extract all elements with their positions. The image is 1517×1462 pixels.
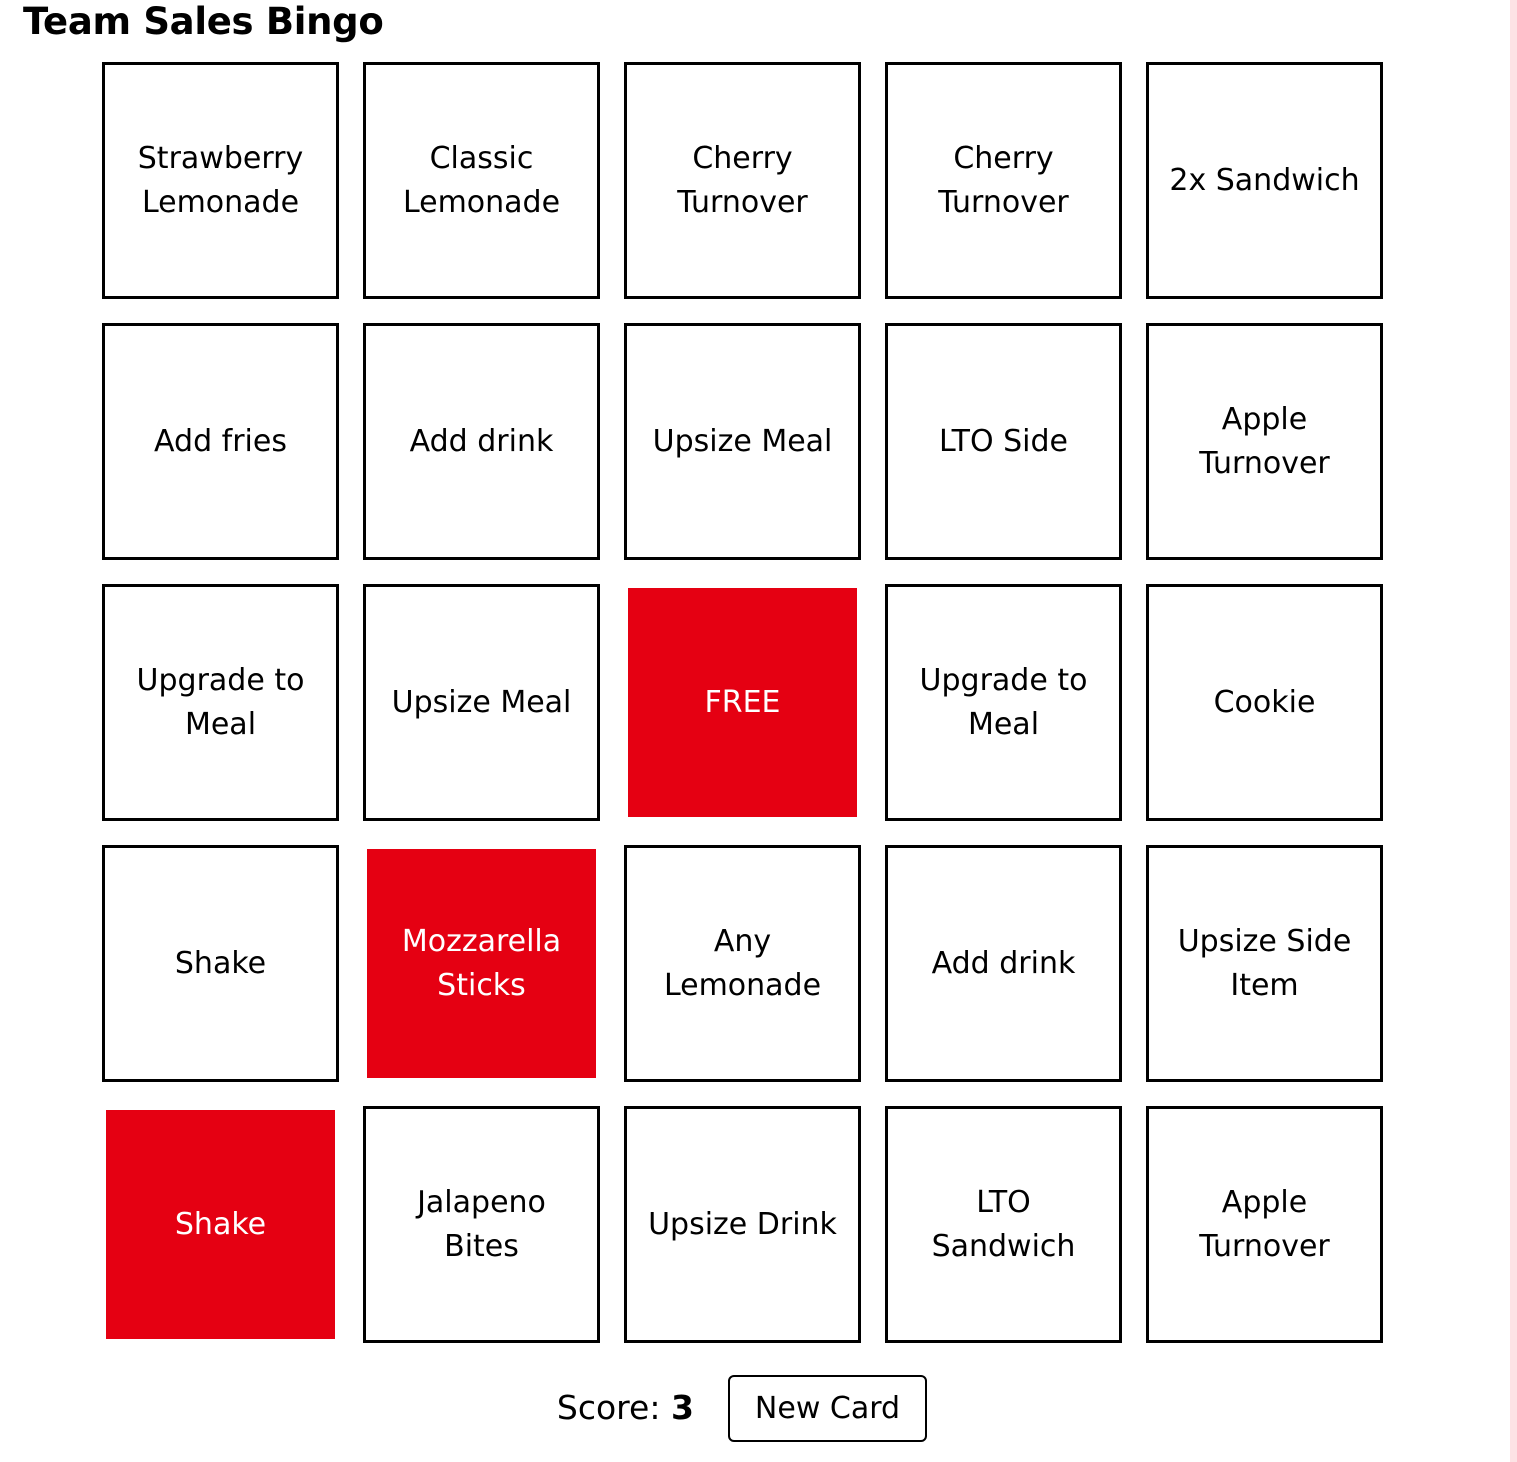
bingo-cell-label: Upsize Side Item xyxy=(1177,923,1352,1003)
bingo-cell[interactable]: Upsize Drink xyxy=(624,1106,861,1343)
bingo-cell-label: Shake xyxy=(174,1206,267,1242)
bingo-cell[interactable]: Add fries xyxy=(102,323,339,560)
bingo-cell[interactable]: Shake xyxy=(102,845,339,1082)
bingo-cell-label: Cherry Turnover xyxy=(938,140,1069,220)
bingo-cell[interactable]: Jalapeno Bites xyxy=(363,1106,600,1343)
bingo-cell[interactable]: Apple Turnover xyxy=(1146,1106,1383,1343)
bingo-cell[interactable]: FREE xyxy=(624,584,861,821)
bingo-cell[interactable]: Mozzarella Sticks xyxy=(363,845,600,1082)
bingo-cell[interactable]: Upgrade to Meal xyxy=(102,584,339,821)
bingo-cell-label: LTO Sandwich xyxy=(931,1184,1076,1264)
bingo-cell[interactable]: Upgrade to Meal xyxy=(885,584,1122,821)
new-card-button[interactable]: New Card xyxy=(727,1374,928,1442)
bingo-cell[interactable]: Cherry Turnover xyxy=(885,62,1122,299)
bingo-cell-label: Add fries xyxy=(154,423,287,459)
bingo-cell-label: LTO Side xyxy=(939,423,1068,459)
bingo-cell-label: FREE xyxy=(704,684,781,720)
bingo-cell[interactable]: LTO Sandwich xyxy=(885,1106,1122,1343)
bingo-cell[interactable]: Add drink xyxy=(363,323,600,560)
score-label: Score: xyxy=(556,1388,661,1427)
bingo-cell-label: Jalapeno Bites xyxy=(417,1184,546,1264)
bingo-cell-label: Classic Lemonade xyxy=(402,140,561,220)
bingo-cell-label: Upgrade to Meal xyxy=(919,662,1088,742)
bingo-cell-label: Any Lemonade xyxy=(663,923,822,1003)
bingo-cell-label: Shake xyxy=(174,945,267,981)
bingo-cell[interactable]: Upsize Meal xyxy=(363,584,600,821)
bingo-cell[interactable]: Shake xyxy=(102,1106,339,1343)
bingo-cell-label: Upsize Meal xyxy=(652,423,833,459)
score-display: Score: 3 xyxy=(557,1374,694,1442)
bingo-cell[interactable]: LTO Side xyxy=(885,323,1122,560)
bingo-cell-label: Cookie xyxy=(1213,684,1316,720)
bingo-cell-label: Add drink xyxy=(409,423,554,459)
bingo-cell-label: Apple Turnover xyxy=(1199,1184,1330,1264)
bingo-cell-label: Strawberry Lemonade xyxy=(137,140,304,220)
score-bar: Score: 3 New Card xyxy=(0,1374,1484,1442)
bingo-cell[interactable]: 2x Sandwich xyxy=(1146,62,1383,299)
bingo-cell[interactable]: Cookie xyxy=(1146,584,1383,821)
bingo-cell-label: Upgrade to Meal xyxy=(136,662,305,742)
bingo-cell-label: Upsize Drink xyxy=(648,1206,837,1242)
window-edge xyxy=(1510,0,1517,1462)
bingo-cell-label: Mozzarella Sticks xyxy=(401,923,562,1003)
bingo-cell[interactable]: Any Lemonade xyxy=(624,845,861,1082)
bingo-cell-label: Add drink xyxy=(931,945,1076,981)
bingo-cell-label: 2x Sandwich xyxy=(1169,162,1360,198)
bingo-cell[interactable]: Apple Turnover xyxy=(1146,323,1383,560)
page-title: Team Sales Bingo xyxy=(23,0,384,43)
bingo-cell[interactable]: Cherry Turnover xyxy=(624,62,861,299)
score-value: 3 xyxy=(670,1388,694,1427)
bingo-cell[interactable]: Upsize Meal xyxy=(624,323,861,560)
bingo-cell[interactable]: Upsize Side Item xyxy=(1146,845,1383,1082)
bingo-cell-label: Upsize Meal xyxy=(391,684,572,720)
bingo-cell[interactable]: Classic Lemonade xyxy=(363,62,600,299)
bingo-cell-label: Cherry Turnover xyxy=(677,140,808,220)
bingo-cell[interactable]: Add drink xyxy=(885,845,1122,1082)
bingo-grid: Strawberry Lemonade Classic Lemonade Cherr… xyxy=(102,62,1383,1343)
bingo-cell-label: Apple Turnover xyxy=(1199,401,1330,481)
bingo-cell[interactable]: Strawberry Lemonade xyxy=(102,62,339,299)
